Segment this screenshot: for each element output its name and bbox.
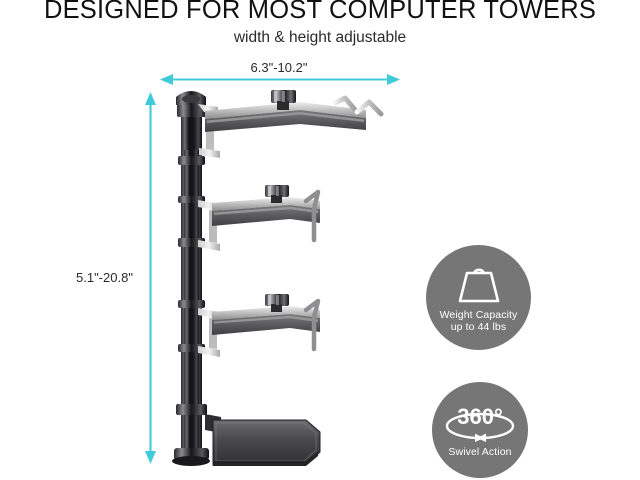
badge-swivel-text: Swivel Action: [448, 446, 512, 458]
badge-weight-capacity: Weight Capacity up to 44 lbs: [426, 245, 531, 350]
height-dimension-arrow: [145, 92, 156, 464]
base-tray: [205, 414, 321, 466]
top-arm-knob: [271, 90, 296, 110]
height-dimension-label: 5.1"-20.8": [76, 270, 133, 285]
page-title: DESIGNED FOR MOST COMPUTER TOWERS: [43, 0, 597, 24]
bottom-arm: [198, 294, 321, 357]
top-arm: [198, 90, 384, 158]
width-dimension-label: 6.3"-10.2": [250, 60, 308, 75]
pole-column: [172, 91, 210, 466]
middle-arm-knob: [265, 185, 289, 203]
rotation-icon: 360°: [445, 404, 515, 442]
top-hook-2: [354, 99, 384, 150]
weight-icon: [458, 268, 499, 303]
bottom-hook: [303, 298, 321, 352]
middle-arm: [198, 185, 321, 251]
badge-weight-text: Weight Capacity up to 44 lbs: [439, 309, 518, 334]
swivel-value: 360°: [457, 404, 503, 429]
page-subtitle: width & height adjustable: [233, 29, 407, 46]
middle-hook: [303, 189, 321, 243]
badge-swivel-action: 360° Swivel Action: [432, 382, 528, 478]
bottom-arm-knob: [265, 294, 289, 312]
top-hook-1: [330, 95, 359, 147]
width-dimension-arrow: [160, 74, 400, 85]
